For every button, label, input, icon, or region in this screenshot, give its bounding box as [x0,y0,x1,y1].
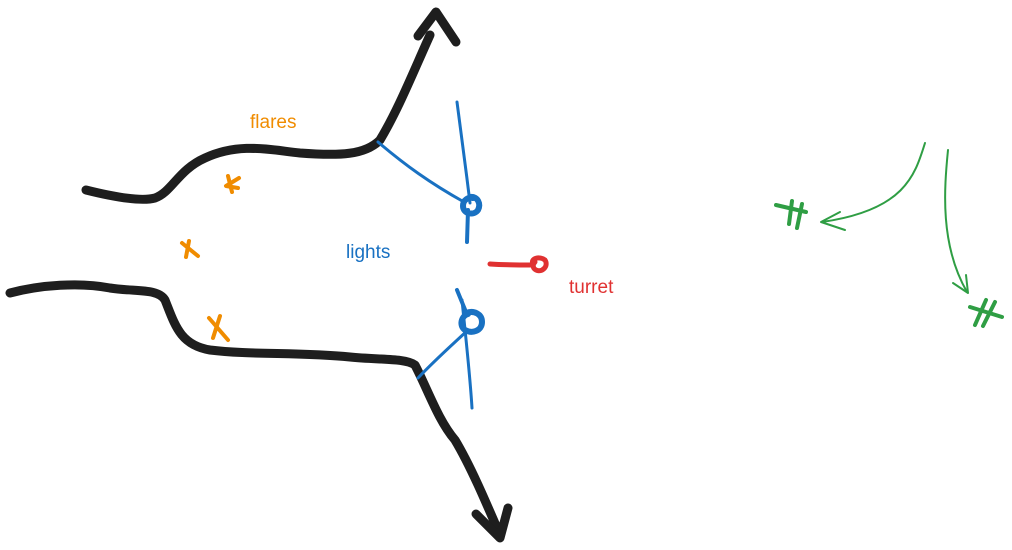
lower-road-line [5,280,505,540]
flares-label: flares [250,112,296,133]
green-arrows [774,142,1004,328]
green-arrow-left-shaft [821,142,926,223]
lower-light-pole [455,288,468,314]
lower-light-lamp [458,309,485,335]
green-arrow-down-head [952,274,969,294]
upper-light-lamp [460,193,483,217]
upper-road-line [81,30,435,204]
green-arrow-left [774,142,926,231]
upper-light-beam-left [376,140,466,204]
lower-light-beam-left [416,328,470,380]
flare-marker-2 [180,239,200,259]
turret-body [530,255,549,274]
green-blocker-down-icon [968,298,1004,328]
flare-marker-1 [224,174,241,194]
upper-light-beam-top [455,100,472,205]
lights-label: lights [346,242,390,263]
lower-road [5,280,513,543]
green-arrow-down [944,149,1004,328]
green-blocker-left-icon [774,199,808,230]
upper-road [81,7,461,204]
lower-road-arrowhead [471,503,513,543]
turret-label: turret [569,277,614,298]
upper-light [376,100,483,244]
turret-barrel [487,261,536,268]
lower-light [416,288,485,410]
flares [180,174,241,342]
turret-icon [487,255,549,274]
flare-marker-3 [207,314,230,342]
upper-road-arrowhead [413,7,461,47]
green-arrow-left-head [820,211,846,231]
green-arrow-down-shaft [944,149,968,293]
